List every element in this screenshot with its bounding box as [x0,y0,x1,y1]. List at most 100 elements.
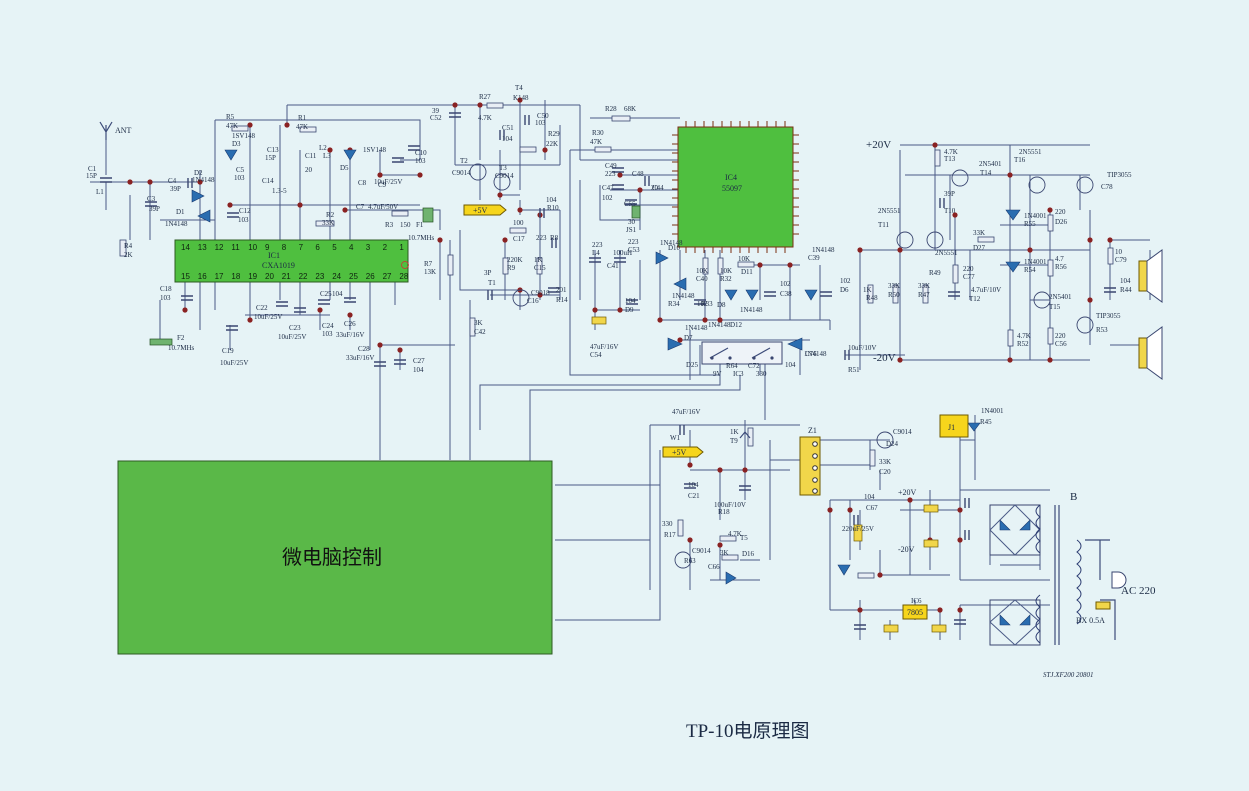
component-label: C55 [624,200,636,208]
ic1-pin-label: 17 [215,272,224,281]
component-label: C17 [513,235,525,243]
component-label: 1SV148 [232,132,255,140]
component-label: 2K [124,251,133,259]
component-label: C9 [378,181,387,189]
component-label: 33K [879,458,891,466]
component-label: 20 [305,166,313,174]
component-label: 103 [238,216,249,224]
junction-dots [127,97,1113,613]
component-label: C9014 [893,428,912,436]
ic6-model: 7805 [907,608,923,617]
ic1-pin-label: 23 [315,272,324,281]
component-label: R1 [298,114,307,122]
component-label: L1 [96,188,104,196]
component-label: 102 [602,194,613,202]
ic4-chip: IC4 55097 [672,121,799,253]
component-label: 150 [400,221,411,229]
component-label: 104 [625,297,636,305]
component-label: 1N4001 [1024,212,1047,220]
component-label: T9 [730,437,738,445]
component-label: C16 [527,297,539,305]
ic4-name: IC4 [725,173,737,182]
component-label: 2N5401 [979,160,1002,168]
ac-plug-icon [1095,571,1127,610]
component-label: 220 [963,265,974,273]
ic6-regulator: 7805 IC6 [902,597,928,620]
component-label: 100uF/10V [714,501,746,509]
ic1-pin-label: 9 [265,243,270,252]
component-label: 4.7K [1017,332,1031,340]
component-label: 33K [322,219,334,227]
component-label: R18 [718,508,730,516]
component-label: D2 [194,169,203,177]
component-label: C53 [628,246,640,254]
component-label: 33K [888,282,900,290]
microcontroller-label: 微电脑控制 [282,545,382,569]
ic1-pin-label: 14 [181,243,190,252]
component-label: C10 [415,149,427,157]
component-label: 4.7K [728,530,742,538]
component-label: C18 [160,285,172,293]
ic1-pin-label: 27 [383,272,392,281]
component-label: 10.7MHs [168,344,195,352]
component-label: D5 [340,164,349,172]
component-label: 30 [628,218,636,226]
component-label: R5 [226,113,235,121]
ic1-pin-label: 1 [399,243,404,252]
component-label: 1K [863,286,872,294]
component-label: 4.7K [944,148,958,156]
component-label: 103 [535,119,546,127]
component-label: 39P [944,190,955,198]
component-label: 15P [265,154,276,162]
component-label: 1SV148 [363,146,386,154]
component-label: D7 [684,334,693,342]
component-label: F2 [177,334,185,342]
component-label: R44 [1120,286,1132,294]
resistors [119,102,1114,579]
ic4-model: 55097 [722,184,742,193]
ic3-name: IC3 [733,370,744,378]
component-label: 1N4148 [165,220,188,228]
component-label: C7 [356,203,365,211]
component-label: 330 [662,520,673,528]
component-label: D12 [730,321,743,329]
component-label: 1N4148 [804,350,827,358]
component-label: R33 [701,300,713,308]
component-label: C23 [289,324,301,332]
component-label: 15P [86,172,97,180]
component-label: 104 [413,366,424,374]
component-label: 220 [1055,332,1066,340]
component-label: D3 [232,140,241,148]
ic1-pin-label: 22 [299,272,308,281]
component-label: 10K [738,255,750,263]
component-label: C9014 [692,547,711,555]
component-label: 223 [605,170,616,178]
component-label: C22 [256,304,268,312]
component-label: R52 [1017,340,1029,348]
ic1-pin-label: 6 [315,243,320,252]
component-label: 39P [149,205,160,213]
component-label: 103 [415,157,426,165]
ic1-pin-label: 11 [231,243,240,252]
component-label: R49 [929,269,941,277]
component-label: C5 [236,166,245,174]
component-label: 1.3-5 [272,187,287,195]
ic1-pin-label: 2 [383,243,388,252]
component-label: C4 [168,177,177,185]
component-label: L4 [592,249,600,257]
transistors [469,163,1094,569]
component-label: C39 [808,254,820,262]
component-label: 1N4148 [192,176,215,184]
ic3-pin-2: C72 [748,362,760,370]
component-label: T12 [969,295,981,303]
component-label: C66 [708,563,720,571]
component-label: T10 [944,207,956,215]
ic1-pin-label: 16 [198,272,207,281]
component-label: T16 [1014,156,1026,164]
component-label: 223 [536,234,547,242]
component-label: K148 [513,94,529,102]
component-label: T11 [878,221,890,229]
component-label: 10.7MHs [408,234,435,242]
